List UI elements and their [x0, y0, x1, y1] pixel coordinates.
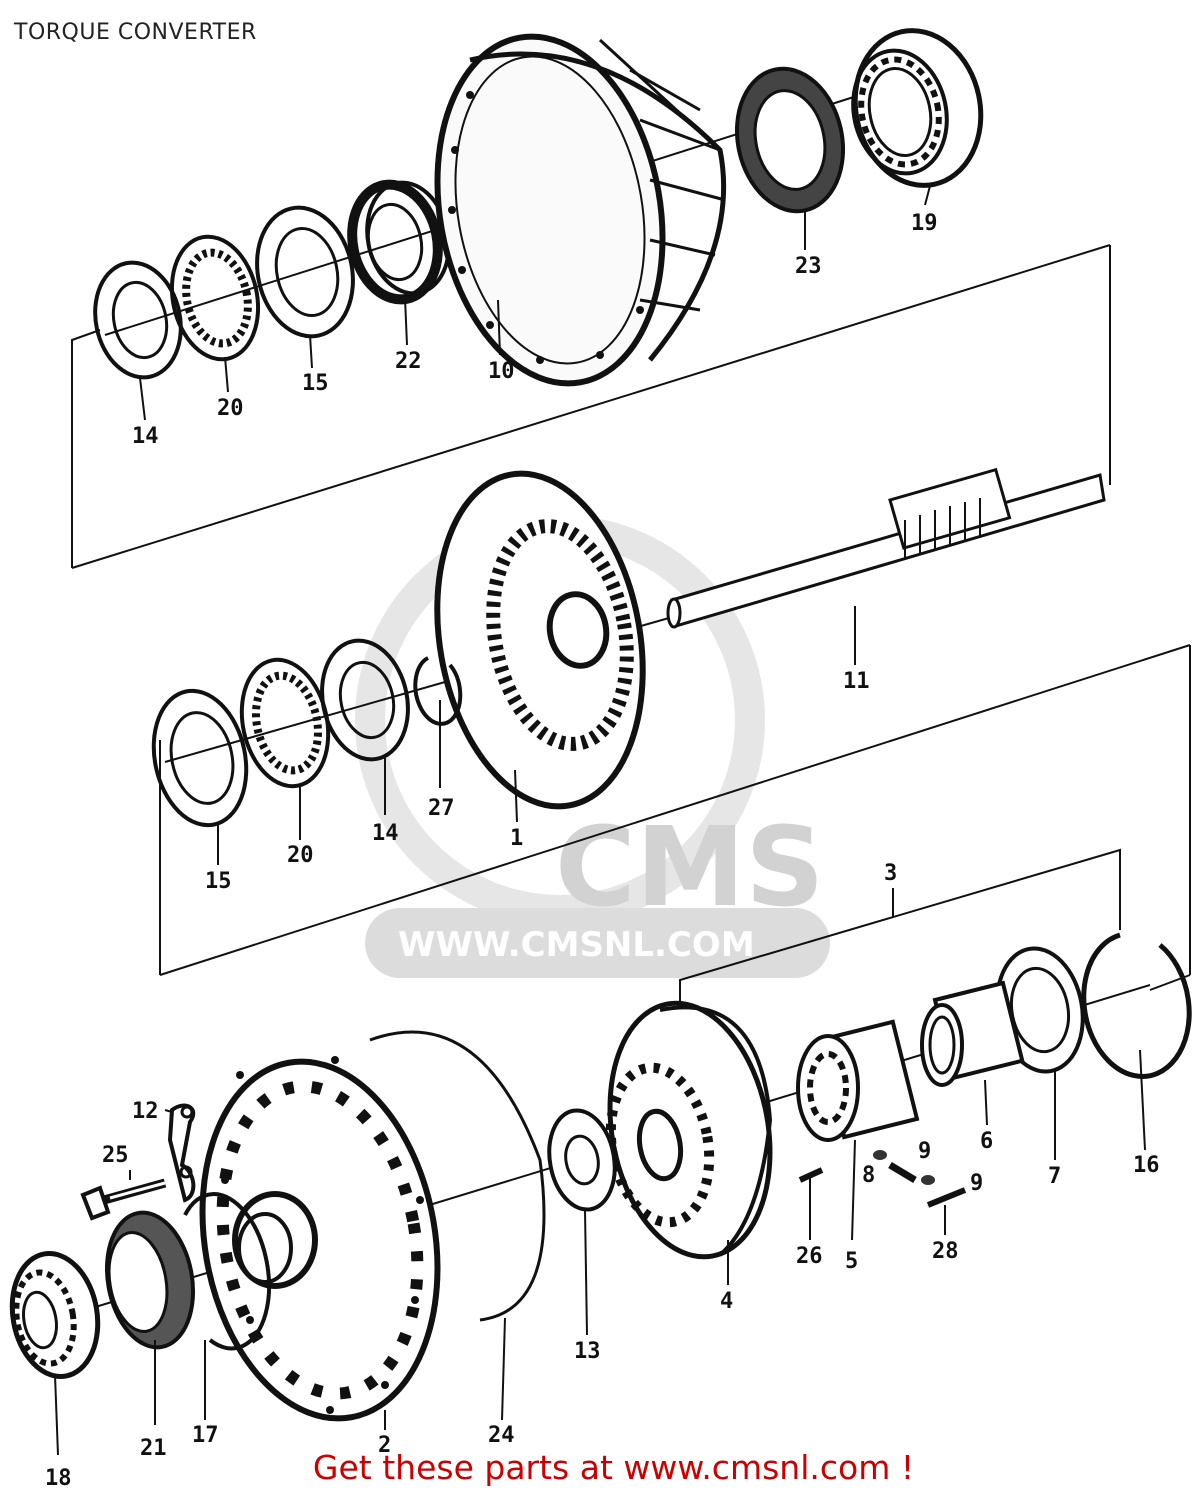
part-14-thrust-washer-upper: [93, 260, 183, 380]
leader-lines: [54, 185, 1146, 1456]
part-6-bushing: [920, 980, 1025, 1087]
part-4-stator: [605, 1000, 773, 1260]
part-10-converter-cover: [434, 33, 727, 387]
page-title: TORQUE CONVERTER: [14, 20, 257, 45]
part-label-9-lower: 9: [970, 1171, 983, 1196]
part-19-ball-bearing: [851, 28, 984, 188]
part-label-12: 12: [132, 1099, 159, 1124]
part-5-one-way-clutch: [796, 1019, 920, 1142]
part-label-9-upper: 9: [918, 1139, 931, 1164]
part-label-5: 5: [845, 1249, 858, 1274]
part-label-6: 6: [980, 1129, 993, 1154]
part-18-ball-bearing-lower: [9, 1251, 101, 1379]
part-20-needle-bearing-middle: [239, 657, 331, 789]
assembly-bracket-upper-diagonal: [71, 244, 1111, 569]
part-label-18: 18: [45, 1466, 72, 1491]
part-label-15-middle: 15: [205, 869, 232, 894]
part-label-13: 13: [574, 1339, 601, 1364]
part-label-26: 26: [796, 1244, 823, 1269]
watermark-url: WWW.CMSNL.COM: [398, 925, 755, 965]
part-label-8: 8: [862, 1163, 875, 1188]
part-13-thrust-washer-lower: [547, 1108, 617, 1212]
part-27-snap-ring: [413, 656, 463, 726]
part-1-turbine: [434, 470, 646, 810]
part-11-main-shaft: [666, 467, 1106, 629]
part-label-22: 22: [395, 349, 422, 374]
part-21-oil-seal-lower: [104, 1210, 196, 1350]
assembly-bracket-middle-diagonal: [159, 644, 1191, 976]
part-label-28: 28: [932, 1239, 959, 1264]
part-label-27: 27: [428, 796, 455, 821]
part-label-11: 11: [843, 669, 870, 694]
subassembly-3-bracket: [679, 848, 1121, 1005]
part-label-24: 24: [488, 1423, 515, 1448]
part-20-needle-bearing-upper: [169, 234, 261, 362]
part-label-14: 14: [132, 424, 159, 449]
part-23-oil-seal-large: [734, 66, 846, 214]
part-8-roller: [888, 1161, 917, 1184]
part-label-2: 2: [378, 1433, 391, 1458]
part-label-25: 25: [102, 1143, 129, 1168]
part-15-thrust-washer-middle: [151, 688, 249, 828]
part-label-21: 21: [140, 1436, 167, 1461]
part-labels: 14 20 15 22 10 23 19 11 1 27 14 20 15 3 …: [45, 211, 1160, 1491]
part-28-pin: [926, 1187, 967, 1208]
part-label-3: 3: [884, 861, 897, 886]
part-2-impeller: [199, 1056, 441, 1422]
part-26-pin: [798, 1167, 824, 1183]
part-label-17: 17: [192, 1423, 219, 1448]
part-label-14-middle: 14: [372, 821, 399, 846]
part-label-7: 7: [1048, 1164, 1061, 1189]
part-12-lock-plate: [167, 1103, 196, 1203]
part-15-thrust-washer-upper: [255, 205, 355, 339]
watermark-url-pill: [365, 908, 830, 978]
part-24-gasket: [369, 1030, 546, 1322]
part-label-19: 19: [911, 211, 938, 236]
part-16-snap-ring-large: [1081, 932, 1192, 1079]
part-label-10: 10: [488, 359, 515, 384]
part-label-23: 23: [795, 254, 822, 279]
footer-link-text[interactable]: Get these parts at www.cmsnl.com !: [312, 1448, 915, 1487]
part-label-15: 15: [302, 371, 329, 396]
part-9-spring-upper: [873, 1150, 887, 1160]
part-25-bolt: [80, 1178, 167, 1221]
part-label-16: 16: [1133, 1153, 1160, 1178]
part-9-spring-lower: [921, 1175, 935, 1185]
assembly-bracket-upper-left: [71, 329, 101, 568]
part-label-20-middle: 20: [287, 843, 314, 868]
footer-link[interactable]: Get these parts at www.cmsnl.com !: [0, 1448, 1197, 1487]
part-label-4: 4: [720, 1289, 733, 1314]
part-label-1: 1: [510, 826, 523, 851]
part-17-snap-ring: [183, 1192, 272, 1351]
part-label-20: 20: [217, 396, 244, 421]
